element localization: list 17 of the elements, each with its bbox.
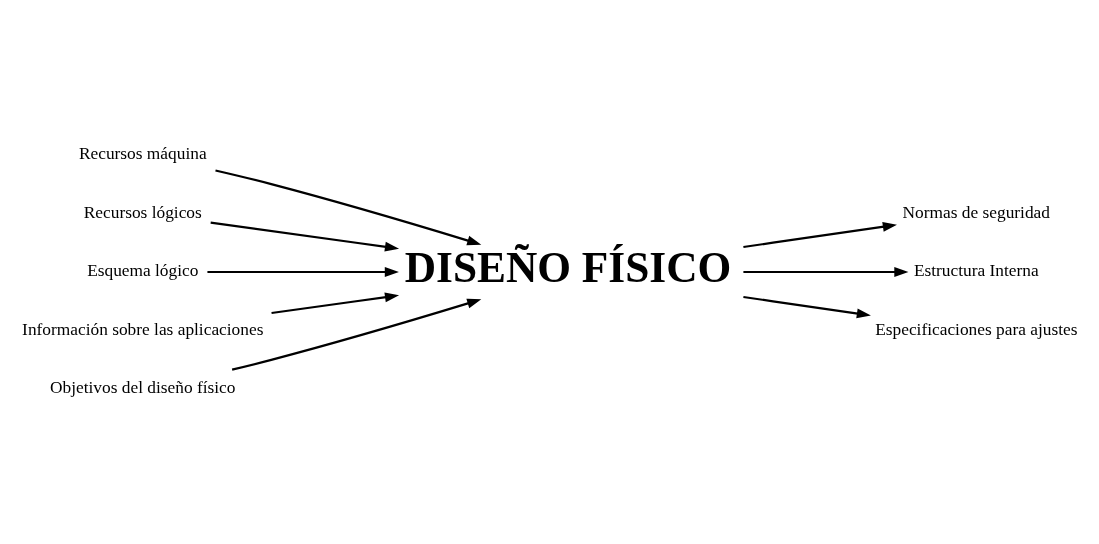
- node-text: Objetivos del diseño físico: [50, 378, 236, 398]
- arrow: [271, 292, 400, 315]
- node-text: Recursos máquina: [78, 143, 207, 163]
- node-text: Información sobre las aplicaciones: [22, 319, 264, 339]
- node-text: DISEÑO FÍSICO: [404, 242, 732, 291]
- arrow: [207, 267, 399, 277]
- arrow: [210, 221, 400, 252]
- node-text: Especificaciones para ajustes: [875, 319, 1078, 339]
- arrow: [743, 221, 897, 249]
- node-text: Normas de seguridad: [902, 202, 1050, 222]
- arrow: [743, 267, 909, 277]
- arrow: [215, 169, 482, 246]
- arrow: [743, 295, 871, 319]
- node-text: Estructura Interna: [913, 261, 1039, 281]
- arrow: [231, 298, 482, 371]
- node-text: Esquema lógico: [87, 261, 199, 281]
- node-text: Recursos lógicos: [83, 202, 202, 222]
